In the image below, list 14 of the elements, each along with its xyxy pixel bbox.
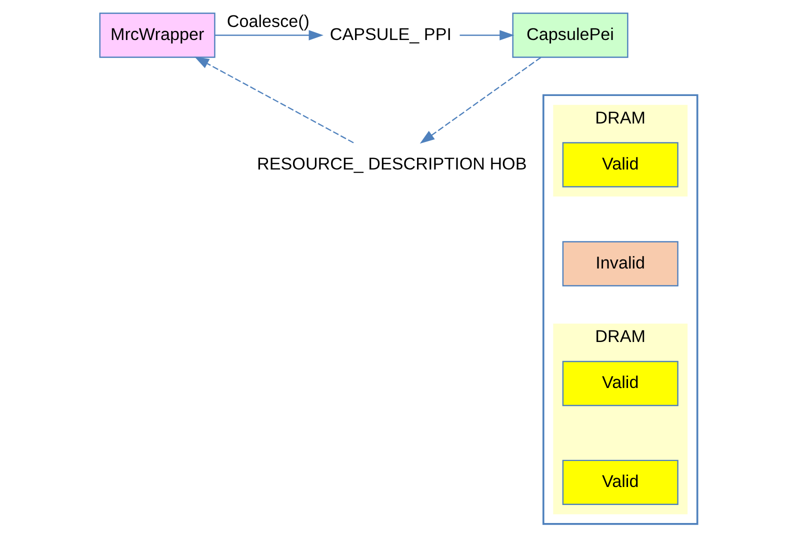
node-text: CAPSULE_ PPI [329,24,451,44]
node-box: Invalid [562,241,678,286]
arrow [214,30,323,40]
node-box: Valid [562,142,678,188]
node-box: Valid [562,360,678,406]
cluster [542,94,698,525]
node-box: Valid [562,460,678,506]
node-box: MrcWrapper [98,12,215,58]
arrow [194,56,354,144]
arrow [459,30,514,40]
node-box: CapsulePei [512,12,628,58]
arrow [419,56,541,144]
edge-label: Coalesce() [226,12,310,31]
node-text: RESOURCE_ DESCRIPTION HOB [256,154,526,174]
